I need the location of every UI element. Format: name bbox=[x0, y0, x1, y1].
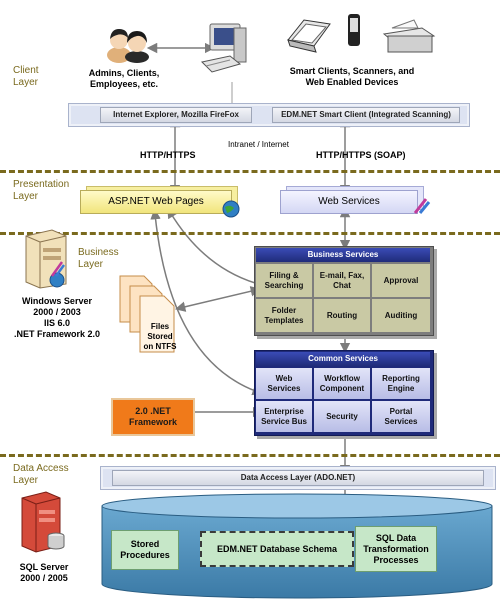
files-label: Files Stored on NTFS bbox=[143, 322, 177, 351]
protocol-left-label: HTTP/HTTPS bbox=[140, 150, 196, 160]
bs-email-fax-chat: E-mail, Fax, Chat bbox=[314, 264, 370, 297]
stored-procedures-box: Stored Procedures bbox=[111, 530, 179, 570]
data-access-separator bbox=[0, 454, 500, 457]
files-to-business-arrow bbox=[174, 286, 262, 312]
users-icon bbox=[107, 29, 149, 63]
browser-box: Internet Explorer, Mozilla FireFox bbox=[100, 107, 252, 123]
webpages-to-common-arrow bbox=[150, 208, 263, 396]
cs-workflow-component: Workflow Component bbox=[314, 368, 370, 399]
devices-label: Smart Clients, Scanners, and Web Enabled… bbox=[289, 66, 415, 87]
database-schema-box: EDM.NET Database Schema bbox=[200, 531, 354, 567]
common-services-title: Common Services bbox=[256, 352, 430, 366]
tools-small-icon bbox=[50, 261, 66, 277]
users-label: Admins, Clients, Employees, etc. bbox=[88, 68, 160, 89]
protocol-right-label: HTTP/HTTPS (SOAP) bbox=[316, 150, 406, 160]
business-services-title: Business Services bbox=[256, 248, 430, 262]
sql-dts-box: SQL Data Transformation Processes bbox=[355, 526, 437, 572]
cs-security: Security bbox=[314, 401, 370, 432]
sql-server-label: SQL Server 2000 / 2005 bbox=[19, 562, 69, 583]
sql-server-icon bbox=[21, 491, 65, 553]
bs-approval: Approval bbox=[372, 264, 430, 297]
business-separator bbox=[0, 232, 500, 235]
windows-server-label: Windows Server 2000 / 2003 IIS 6.0 .NET … bbox=[13, 296, 101, 339]
bs-filing-searching: Filing & Searching bbox=[256, 264, 312, 297]
windows-server-icon bbox=[25, 229, 67, 289]
smart-client-box: EDM.NET Smart Client (Integrated Scannin… bbox=[272, 107, 460, 123]
cs-portal-services: Portal Services bbox=[372, 401, 430, 432]
data-access-layer-label: Data Access Layer bbox=[13, 463, 69, 486]
cs-enterprise-service-bus: Enterprise Service Bus bbox=[256, 401, 312, 432]
client-layer-label: Client Layer bbox=[13, 65, 39, 88]
business-layer-label: Business Layer bbox=[78, 247, 119, 270]
dotnet-framework-box: 2.0 .NET Framework bbox=[111, 398, 195, 436]
data-access-layer-box: Data Access Layer (ADO.NET) bbox=[112, 470, 484, 486]
cs-web-services: Web Services bbox=[256, 368, 312, 399]
web-services-box: Web Services bbox=[280, 190, 418, 214]
webpages-to-business-arrow bbox=[167, 207, 268, 289]
presentation-separator bbox=[0, 170, 500, 173]
aspnet-web-pages-box: ASP.NET Web Pages bbox=[80, 190, 232, 214]
desktop-computer-icon bbox=[200, 23, 247, 73]
bs-folder-templates: Folder Templates bbox=[256, 299, 312, 332]
files-icon bbox=[119, 275, 175, 353]
globe-icon bbox=[222, 200, 240, 218]
tools-icon bbox=[413, 198, 431, 214]
cs-reporting-engine: Reporting Engine bbox=[372, 368, 430, 399]
presentation-layer-label: Presentation Layer bbox=[13, 179, 70, 202]
bs-auditing: Auditing bbox=[372, 299, 430, 332]
network-label: Intranet / Internet bbox=[228, 140, 289, 149]
devices-icon bbox=[287, 14, 436, 53]
bs-routing: Routing bbox=[314, 299, 370, 332]
